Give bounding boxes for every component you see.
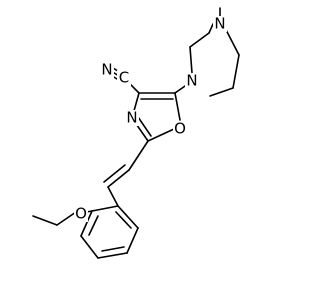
piperazine-n4-label-bg: [213, 16, 227, 32]
vinyl-bond-1: [107, 169, 130, 188]
piperazine-nitrogen-4-label: N: [214, 15, 225, 33]
benzene-bond-2: [80, 210, 93, 237]
methoxy-o-label-bg: [74, 206, 88, 222]
piperazine-nitrogen-1-label: N: [186, 72, 197, 90]
piperazine-bond-5: [232, 54, 240, 89]
c2-vinyl-bond: [128, 140, 149, 171]
vinyl-bond-2: [103, 164, 126, 183]
benzene-bond-1: [91, 205, 119, 212]
nitrile-carbon-label: C: [119, 69, 129, 87]
piperazine-bond-3: [208, 23, 214, 34]
methoxy-bond-1: [56, 211, 77, 226]
benzene-bond-3: [80, 235, 99, 259]
methoxy-oxygen-label: O: [75, 205, 87, 223]
benzene-bond-6: [117, 205, 139, 229]
oxazole-nitrogen-label: N: [126, 109, 137, 127]
structure-canvas: N C N O N N O: [32, 7, 240, 259]
bond-lines: [32, 7, 240, 259]
oxazole-oxygen-label: O: [174, 120, 186, 138]
piperazine-bond-2: [189, 32, 210, 48]
benzene-double-1: [88, 215, 99, 236]
nitrile-nitrogen-label: N: [101, 61, 112, 79]
vinyl-aryl-bond: [107, 186, 119, 207]
methoxy-bond-2: [32, 215, 58, 226]
c2-o1-bond: [147, 128, 175, 142]
n3-c2-double-bond: [137, 116, 152, 137]
oxazole-n-label-bg: [125, 110, 139, 126]
piperazine-bond-6: [209, 87, 234, 97]
nitrile-n-label-bg: [100, 62, 114, 78]
benzene-bond-4: [97, 252, 128, 259]
o1-c5-bond: [174, 92, 181, 121]
benzene-double-2: [101, 246, 125, 252]
atom-labels: N C N O N N O: [74, 15, 227, 223]
piperazine-bond-1: [189, 46, 193, 74]
piperazine-n1-label-bg: [185, 73, 199, 89]
benzene-bond-5: [126, 227, 139, 254]
benzene-double-3: [115, 211, 132, 229]
nitrile-c-label-bg: [117, 70, 131, 86]
oxazole-o-label-bg: [173, 121, 187, 137]
molecule-drawing: N C N O N N O: [32, 7, 240, 259]
